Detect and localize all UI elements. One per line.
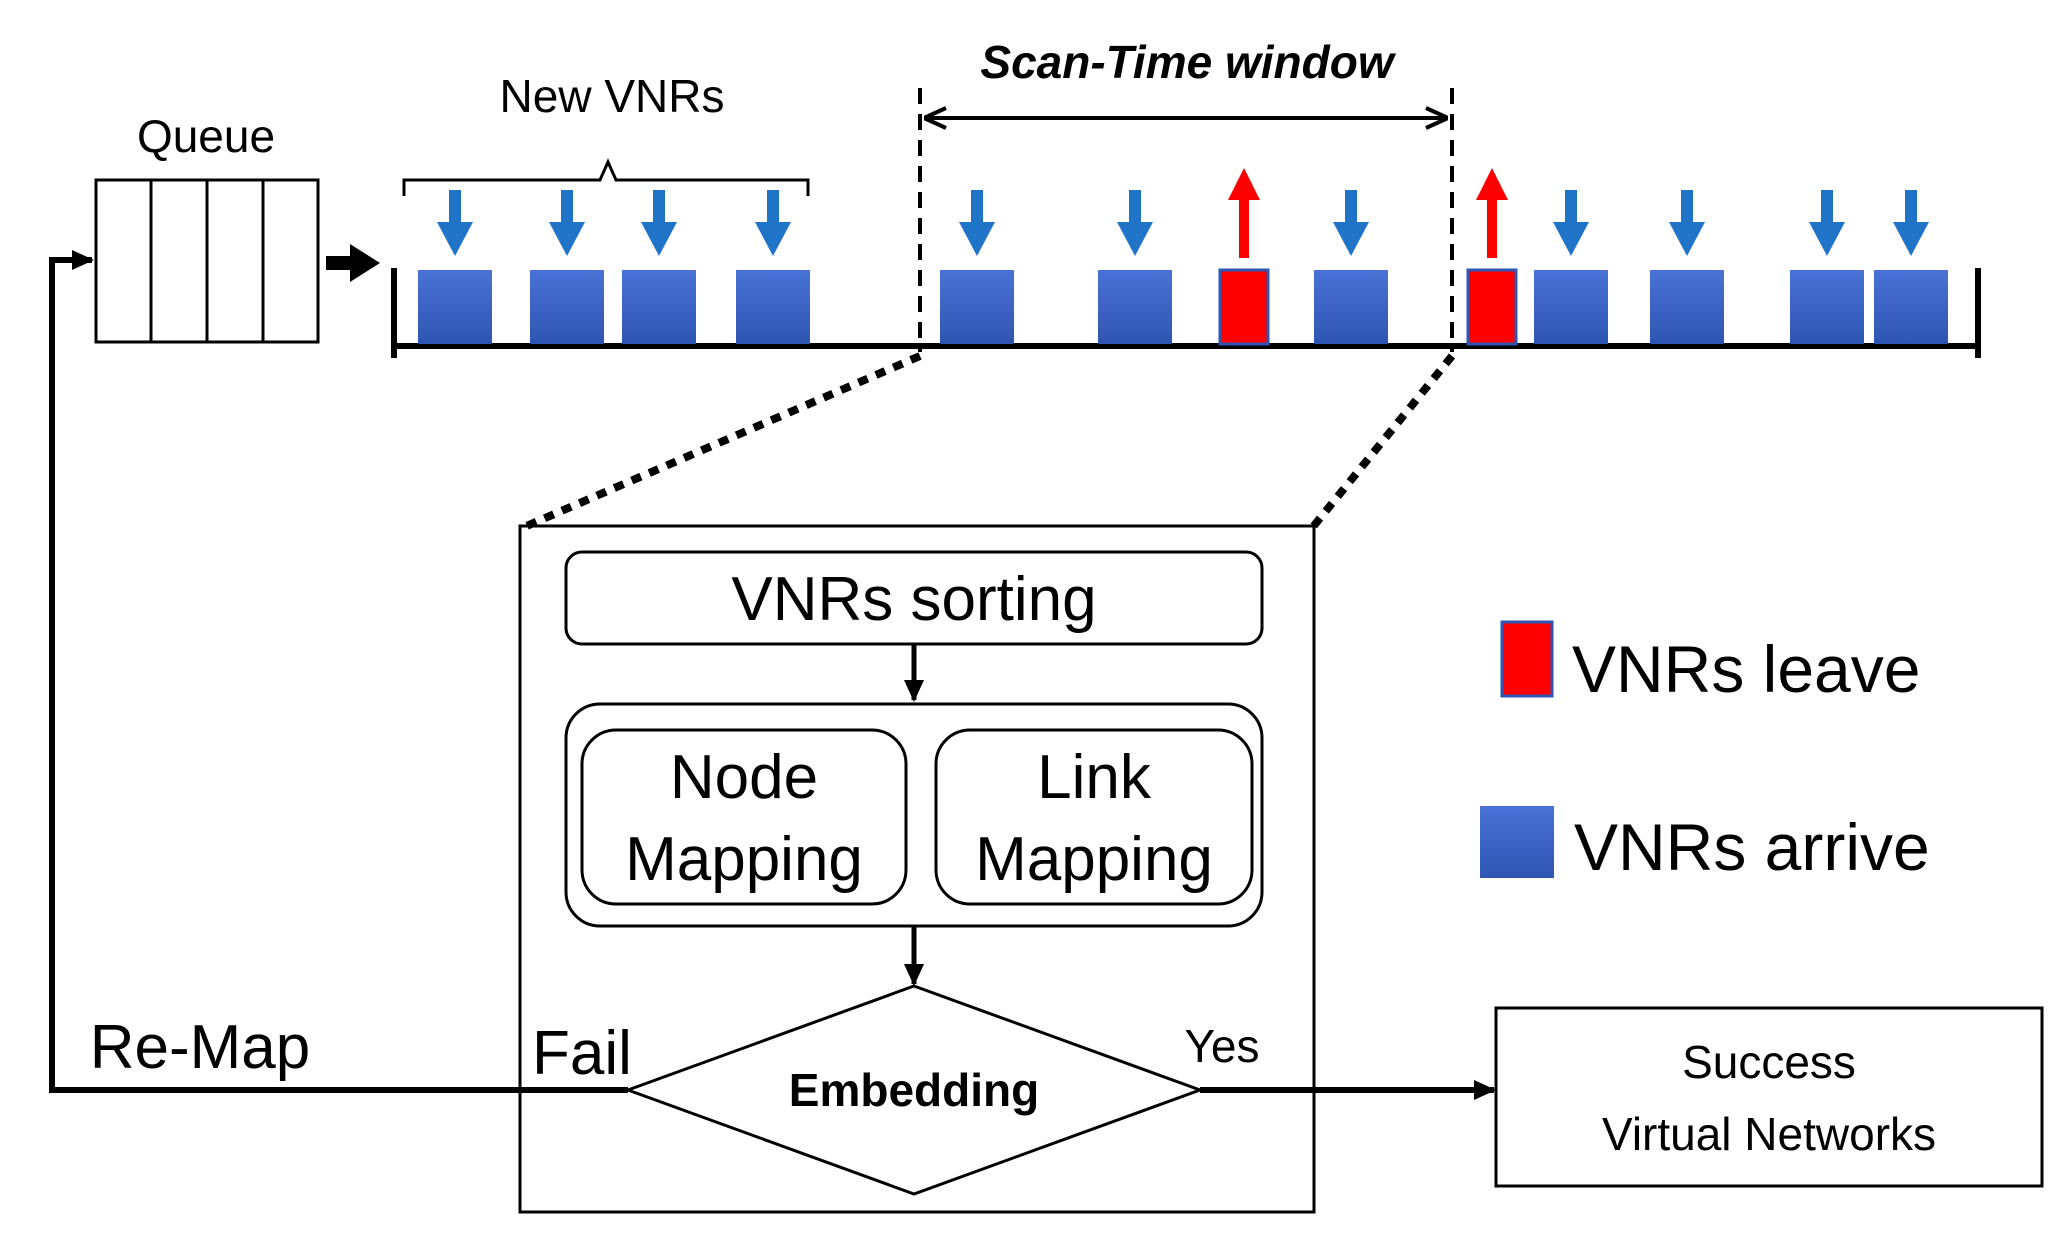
vnr-arrive-event — [1098, 190, 1172, 344]
vnr-leave-block — [1218, 268, 1270, 346]
zoom-line-right — [1308, 353, 1456, 531]
vnr-arrive-event — [418, 190, 492, 344]
link-mapping-box — [934, 728, 1254, 906]
new-vnrs-label: New VNRs — [500, 70, 725, 122]
zoom-line-left — [520, 352, 922, 532]
remap-label: Re-Map — [90, 1013, 311, 1082]
vnr-arrive-event — [530, 190, 604, 344]
vnr-arrive-event — [1790, 190, 1864, 344]
arrive-arrow-icon — [549, 190, 585, 256]
vnr-arrive-event — [622, 190, 696, 344]
vnr-arrive-block — [1098, 270, 1172, 344]
vnr-arrive-event — [1650, 190, 1724, 344]
queue-output-arrow — [326, 244, 380, 282]
link-mapping-label: Link — [1037, 743, 1152, 812]
arrive-arrow-icon — [1893, 190, 1929, 256]
node-mapping-label-line2: Mapping — [625, 825, 863, 894]
fail-label: Fail — [532, 1019, 632, 1088]
vnr-arrive-event — [736, 190, 810, 344]
arrive-arrow-icon — [437, 190, 473, 256]
arrive-arrow-icon — [1117, 190, 1153, 256]
vnr-arrive-event — [1534, 190, 1608, 344]
vnr-arrive-block — [1314, 270, 1388, 344]
arrive-arrow-icon — [1553, 190, 1589, 256]
success-label: Success — [1682, 1036, 1856, 1088]
vnr-arrive-block — [530, 270, 604, 344]
embedding-decision — [623, 984, 1205, 1196]
vnr-arrive-block — [1534, 270, 1608, 344]
vnr-leave-event — [1466, 168, 1518, 346]
vnr-arrive-block — [1650, 270, 1724, 344]
vnr-arrive-event — [1314, 190, 1388, 344]
remap-path — [49, 250, 628, 1093]
vnr-arrive-block — [622, 270, 696, 344]
leave-arrow-icon — [1228, 168, 1260, 258]
arrive-arrow-icon — [1669, 190, 1705, 256]
arrive-arrow-icon — [755, 190, 791, 256]
vnrs-sorting-label: VNRs sorting — [731, 565, 1096, 634]
legend: VNRs leave VNRs arrive — [1480, 620, 1930, 884]
vnr-arrive-block — [940, 270, 1014, 344]
legend-arrive-label: VNRs arrive — [1574, 810, 1930, 884]
legend-leave-swatch — [1500, 620, 1554, 698]
arrive-arrow-icon — [1809, 190, 1845, 256]
arrive-arrow-icon — [641, 190, 677, 256]
link-mapping-label-line2: Mapping — [975, 825, 1213, 894]
leave-arrow-icon — [1476, 168, 1508, 258]
vnr-arrive-event — [940, 190, 1014, 344]
node-mapping-label: Node — [670, 743, 818, 812]
node-mapping-box — [580, 728, 908, 906]
processing-frame — [518, 524, 1316, 1214]
vnr-arrive-block — [1874, 270, 1948, 344]
yes-label: Yes — [1184, 1020, 1259, 1072]
timeline-events — [418, 168, 1948, 346]
vnr-leave-event — [1218, 168, 1270, 346]
scan-window-label: Scan-Time window — [980, 36, 1396, 88]
queue: Queue — [94, 110, 320, 344]
embedding-label: Embedding — [789, 1064, 1039, 1116]
legend-leave-label: VNRs leave — [1572, 632, 1920, 706]
vnr-arrive-block — [418, 270, 492, 344]
vnr-arrive-event — [1874, 190, 1948, 344]
new-vnrs-brace — [402, 158, 810, 196]
vnr-leave-block — [1466, 268, 1518, 346]
vnr-arrive-block — [736, 270, 810, 344]
vnr-arrive-block — [1790, 270, 1864, 344]
arrive-arrow-icon — [1333, 190, 1369, 256]
success-label-line2: Virtual Networks — [1602, 1108, 1936, 1160]
arrive-arrow-icon — [959, 190, 995, 256]
timeline — [391, 168, 1981, 358]
legend-arrive-swatch — [1480, 806, 1554, 878]
success-box — [1494, 1006, 2044, 1188]
queue-label: Queue — [137, 110, 275, 162]
